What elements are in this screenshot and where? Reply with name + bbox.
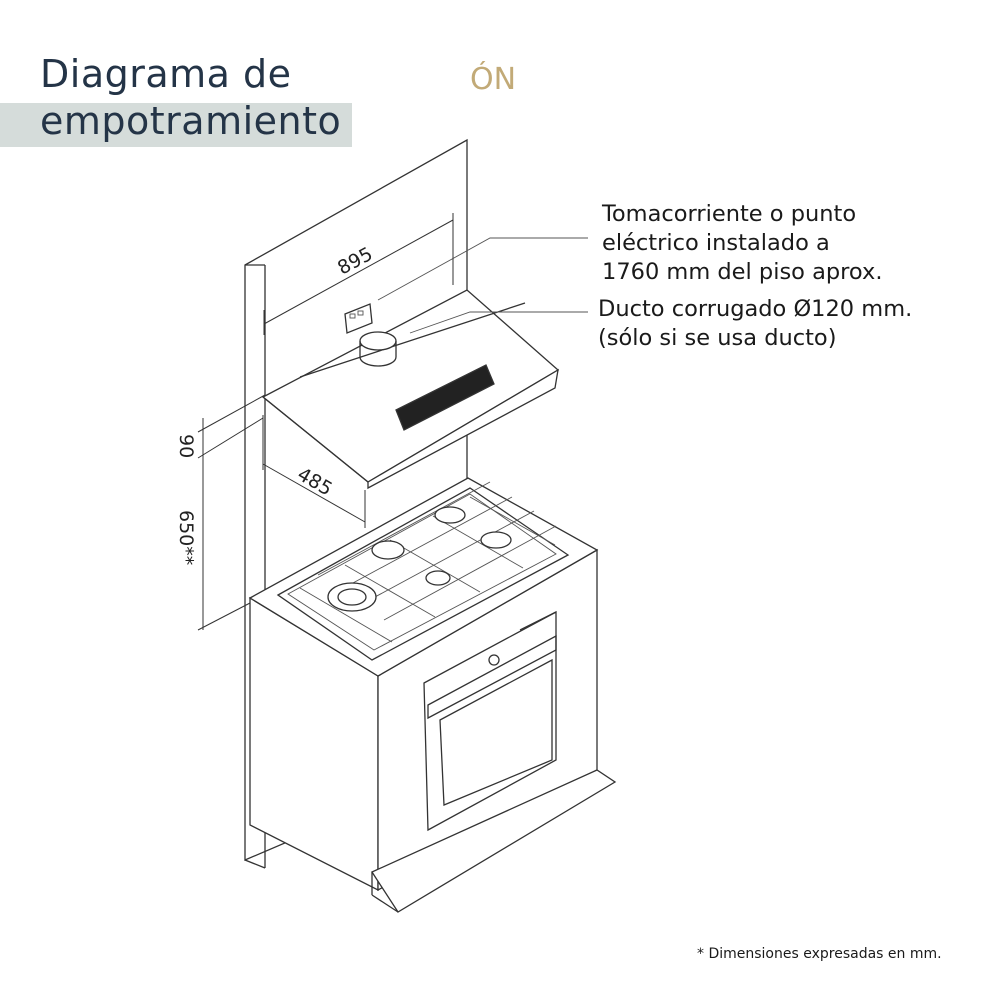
range-body [248,477,617,913]
title-band [0,103,352,147]
dimension-lines [197,213,454,631]
outlet-callout-line3: 1760 mm del piso aprox. [602,259,883,285]
dim-hood-height-label: 90 [175,434,197,458]
page-title-line1: Diagrama de [40,52,292,96]
page-title-line2: empotramiento [40,99,342,143]
duct-callout-line2: (sólo si se usa ducto) [598,325,837,351]
duct-callout: Ducto corrugado Ø120 mm. (sólo si se usa… [598,295,912,353]
leader-lines [377,237,588,334]
outlet-callout: Tomacorriente o punto eléctrico instalad… [602,200,882,287]
outlet-callout-line2: eléctrico instalado a [602,230,830,256]
outlet-callout-line1: Tomacorriente o punto [602,201,857,227]
range-hood [261,289,560,490]
brand-logo-fragment: ÓN [470,62,517,97]
cooktop [276,481,570,661]
duct-callout-line1: Ducto corrugado Ø120 mm. [598,296,913,322]
duct-symbol [359,331,397,367]
footnote: * Dimensiones expresadas en mm. [697,946,942,962]
oven [423,610,557,832]
outlet-symbol [344,303,373,334]
dim-clearance-label: 650** [175,510,197,565]
